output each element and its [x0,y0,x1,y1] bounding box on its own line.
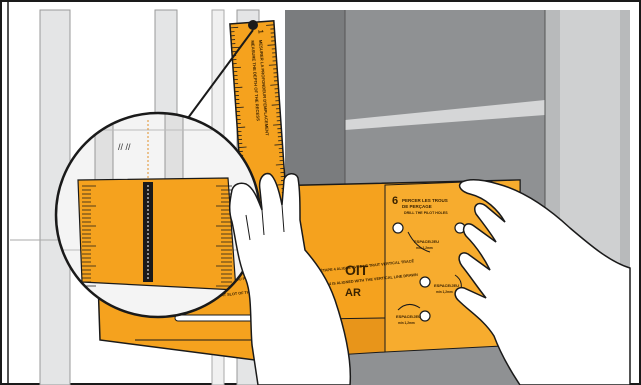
pilot-hole [420,311,430,321]
hole-label-2-sub: min 1,2mm [436,290,453,294]
ruler-tick [234,87,242,88]
ruler-tick [270,85,278,86]
ruler-tick [232,47,240,48]
ruler-number: 1 [256,30,263,34]
ruler-tick [230,27,238,28]
ruler-tick [239,147,247,148]
pilot-hole [393,223,403,233]
step-number: 6 [392,195,398,207]
hole-label-1-sub: min 1,2mm [416,246,433,250]
pilot-hole [420,277,430,287]
hole-label-1-title: ESPACE/JEU [414,239,439,244]
ruler-tick [266,25,274,26]
ruler-tick [236,107,244,108]
brand-partial-2: AR [345,287,361,299]
ruler-tick [276,164,284,165]
step-title-fr: PERCER LES TROUS [402,198,448,203]
ruler-tick [273,125,281,126]
ruler-tick [237,127,245,128]
magnifier-callout-icon: // // [56,113,260,317]
ruler-tick [269,65,277,66]
hole-label-3-sub: min 1,2mm [398,321,415,325]
ruler-tick [268,45,276,46]
hole-label-3-title: ESPACE/JEU [396,314,421,319]
step-subtitle: DRILL THE PILOT HOLES [404,211,448,215]
ruler-tick [233,67,241,68]
pushpin-icon [248,20,258,30]
ruler-tick [272,105,280,106]
ruler-tick [274,145,282,146]
hole-label-2-title: ESPACE/JEU [434,283,459,288]
callout-marks: // // [118,142,131,152]
step-title-fr-2: DE PERÇAGE [402,204,432,209]
